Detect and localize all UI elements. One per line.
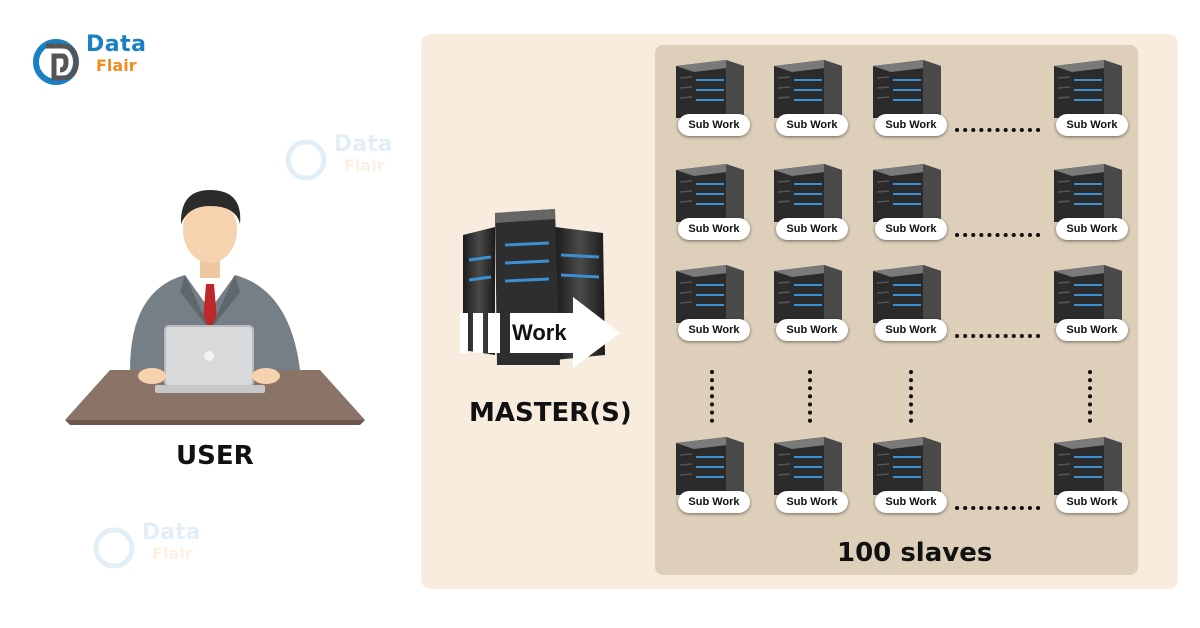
slave-server-node: Sub Work	[670, 58, 750, 148]
hair-icon	[180, 190, 241, 224]
watermark: Data Flair	[282, 130, 402, 190]
server-icon	[873, 265, 941, 323]
desk	[65, 370, 365, 420]
sub-work-label: Sub Work	[678, 218, 750, 240]
sub-work-label: Sub Work	[776, 218, 848, 240]
sub-work-label: Sub Work	[776, 319, 848, 341]
sub-work-label: Sub Work	[875, 319, 947, 341]
server-icon	[676, 437, 744, 495]
sub-work-label: Sub Work	[678, 114, 750, 136]
server-icon	[676, 164, 744, 222]
sub-work-label: Sub Work	[776, 114, 848, 136]
server-icon	[676, 265, 744, 323]
watermark: Data Flair	[90, 518, 210, 578]
sub-work-label: Sub Work	[678, 491, 750, 513]
sub-work-label: Sub Work	[776, 491, 848, 513]
watermark-text-data: Data	[334, 132, 393, 157]
server-icon	[873, 164, 941, 222]
sub-work-label: Sub Work	[1056, 319, 1128, 341]
logo-text-data: Data	[86, 32, 147, 57]
work-arrow-icon	[510, 297, 620, 368]
slave-server-node: Sub Work	[670, 162, 750, 252]
slave-server-node: Sub Work	[670, 263, 750, 353]
server-icon	[873, 60, 941, 118]
slave-server-node: Sub Work	[1048, 263, 1128, 353]
sub-work-label: Sub Work	[1056, 491, 1128, 513]
master-label: MASTER(S)	[469, 398, 632, 428]
sub-work-label: Sub Work	[875, 218, 947, 240]
watermark-icon	[93, 527, 135, 569]
slave-server-node: Sub Work	[670, 435, 750, 525]
slave-server-node: Sub Work	[768, 435, 848, 525]
slave-server-node: Sub Work	[1048, 58, 1128, 148]
server-icon	[774, 265, 842, 323]
slave-server-node: Sub Work	[867, 263, 947, 353]
user-label: USER	[176, 441, 254, 471]
dataflair-logo: Data Flair	[32, 32, 152, 88]
server-icon	[774, 60, 842, 118]
master-server-icon	[460, 209, 620, 368]
watermark-text-data: Data	[142, 520, 201, 545]
slave-server-node: Sub Work	[867, 58, 947, 148]
server-icon	[774, 164, 842, 222]
slave-server-node: Sub Work	[1048, 162, 1128, 252]
face-icon	[183, 197, 237, 263]
slave-server-node: Sub Work	[768, 162, 848, 252]
tie-icon	[203, 284, 217, 328]
sub-work-label: Sub Work	[1056, 114, 1128, 136]
dataflair-logo-icon	[33, 39, 79, 85]
slaves-label: 100 slaves	[837, 538, 993, 568]
sub-work-label: Sub Work	[1056, 218, 1128, 240]
logo-text-flair: Flair	[96, 56, 137, 75]
server-icon	[1054, 265, 1122, 323]
sub-work-label: Sub Work	[875, 491, 947, 513]
watermark-text-flair: Flair	[152, 544, 193, 563]
sub-work-label: Sub Work	[678, 319, 750, 341]
server-icon	[774, 437, 842, 495]
server-icon	[1054, 437, 1122, 495]
server-icon	[1054, 164, 1122, 222]
watermark-text-flair: Flair	[344, 156, 385, 175]
server-icon	[873, 437, 941, 495]
slave-server-node: Sub Work	[768, 58, 848, 148]
server-icon	[1054, 60, 1122, 118]
server-icon	[676, 60, 744, 118]
slave-server-node: Sub Work	[768, 263, 848, 353]
work-label: Work	[512, 320, 567, 345]
slave-server-node: Sub Work	[867, 435, 947, 525]
slave-server-node: Sub Work	[1048, 435, 1128, 525]
watermark-icon	[285, 139, 327, 181]
user-illustration	[65, 190, 365, 425]
sub-work-label: Sub Work	[875, 114, 947, 136]
slave-server-node: Sub Work	[867, 162, 947, 252]
